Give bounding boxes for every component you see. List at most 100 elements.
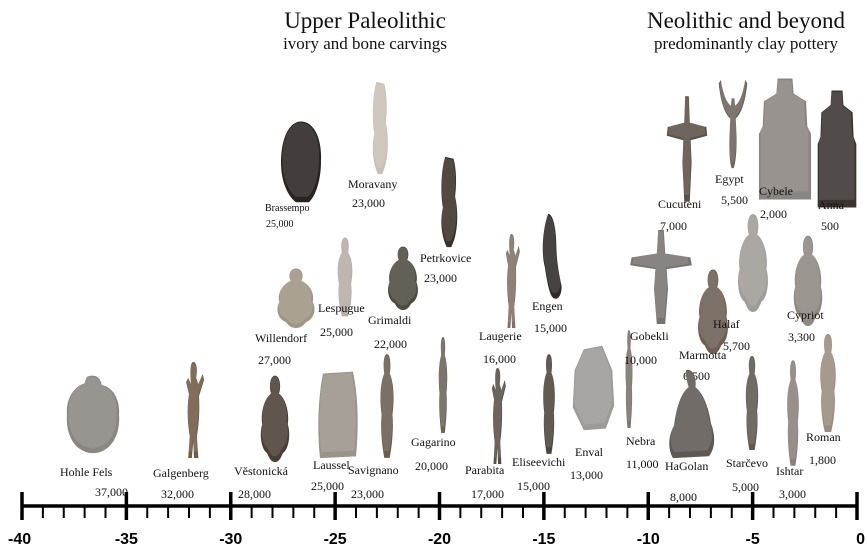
figurine-image-moravany [362,80,398,176]
figurine-name-marmotta: Marmotta [679,349,726,362]
figurine-gobekli [626,228,696,326]
figurine-hohle-fels [62,372,124,454]
figurine-willendorf [270,266,322,328]
figurine-image-nebra [620,328,638,430]
axis-tick-label: -25 [324,531,347,548]
figurine-name-galgenberg: Galgenberg [153,467,209,480]
paleolithic-subtitle: ivory and bone carvings [245,34,485,54]
axis-tick-label: -35 [115,531,138,548]
figurine-gagarino [432,335,454,435]
figurine-name-brassempo: Brassempo [265,203,309,214]
figurine-roman [808,332,848,434]
neolithic-title: Neolithic and beyond [628,8,864,34]
neolithic-header: Neolithic and beyond predominantly clay … [628,8,864,54]
figurine-date-gagarino: 20,000 [415,460,448,473]
figurine-ishtar [778,358,808,468]
figurine-cucuteni [664,94,710,204]
figurine-halaf [732,210,774,312]
axis-tick-label: -20 [428,531,451,548]
figurine-name-laussel: Laussel [313,459,350,472]
figurine-vestonicka [255,372,295,462]
figurine-name-anna: Anna [818,199,844,212]
axis-tick-label: -10 [637,531,660,548]
figurine-image-enval [570,344,616,432]
figurine-laugerie [498,232,526,330]
figurine-image-ishtar [778,358,808,468]
figurine-grimaldi [382,244,424,310]
figurine-image-parabita [484,366,512,466]
figurine-nebra [620,328,638,430]
paleolithic-title: Upper Paleolithic [245,8,485,34]
figurine-date-brassempo: 25,000 [266,219,294,230]
figurine-image-gagarino [432,335,454,435]
figurine-image-halaf [732,210,774,312]
figurine-image-laussel [313,368,363,460]
figurine-laussel [313,368,363,460]
figurine-image-roman [808,332,848,434]
figurine-image-galgenberg [176,360,212,460]
figurine-image-savignano [370,352,404,460]
figurine-date-roman: 1,800 [809,454,836,467]
figurine-date-cucuteni: 7,000 [660,220,687,233]
figurine-name-cucuteni: Cucuteni [658,198,701,211]
figurine-brassempo [276,118,326,204]
figurine-name-laugerie: Laugerie [479,330,522,343]
figurine-image-grimaldi [382,244,424,310]
figurine-savignano [370,352,404,460]
figurine-name-gagarino: Gagarino [411,436,456,449]
axis-tick-label: -15 [532,531,555,548]
figurine-date-moravany: 23,000 [352,197,385,210]
figurine-name-lespugue: Lespugue [318,302,365,315]
figurine-image-vestonicka [255,372,295,462]
figurine-date-laugerie: 16,000 [483,353,516,366]
figurine-image-starcevo [736,354,768,452]
figurine-date-enval: 13,000 [570,469,603,482]
figurine-image-hagolan [664,366,720,462]
figurine-name-eliseevichi: Eliseevichi [512,456,565,469]
figurine-enval [570,344,616,432]
figurine-name-moravany: Moravany [348,178,397,191]
figurine-name-parabita: Parabita [465,464,504,477]
figurine-name-ishtar: Ishtar [776,465,803,478]
figurine-date-gobekli: 10,000 [624,354,657,367]
figurine-image-brassempo [276,118,326,204]
figurine-name-engen: Engen [532,300,563,313]
figurine-name-petrkovice: Petrkovice [420,252,471,265]
figurine-petrkovice [430,155,468,249]
figurine-date-petrkovice: 23,000 [424,272,457,285]
figurine-name-hagolan: HaGolan [665,460,708,473]
figurine-name-roman: Roman [806,431,841,444]
figurine-hagolan [664,366,720,462]
figurine-moravany [362,80,398,176]
figurine-image-laugerie [498,232,526,330]
figurine-anna [814,88,860,210]
figurine-image-willendorf [270,266,322,328]
figurine-name-egypt: Egypt [715,173,744,186]
figurine-image-cucuteni [664,94,710,204]
axis-tick-label: -5 [746,531,760,548]
figurine-starcevo [736,354,768,452]
figurine-name-cypriot: Cypriot [787,309,824,322]
figurine-egypt [716,78,750,170]
neolithic-subtitle: predominantly clay pottery [628,34,864,54]
paleolithic-header: Upper Paleolithic ivory and bone carving… [245,8,485,54]
figurine-date-anna: 500 [821,220,839,233]
figurine-name-savignano: Savignano [348,464,399,477]
figurine-image-hohle-fels [62,372,124,454]
figurine-eliseevichi [534,352,564,456]
figurine-image-eliseevichi [534,352,564,456]
figurine-image-anna [814,88,860,210]
figurine-name-cybele: Cybele [759,185,793,198]
figurine-image-petrkovice [430,155,468,249]
axis-tick-label: -30 [219,531,242,548]
figurine-name-vestonicka: Věstonická [234,465,288,478]
figurine-name-willendorf: Willendorf [255,332,307,345]
figurine-name-hohle-fels: Hohle Fels [60,466,112,479]
figurine-date-nebra: 11,000 [626,458,659,471]
figurine-galgenberg [176,360,212,460]
figurine-date-halaf: 5,700 [723,340,750,353]
figurine-name-grimaldi: Grimaldi [368,314,411,327]
figurine-date-lespugue: 25,000 [320,326,353,339]
